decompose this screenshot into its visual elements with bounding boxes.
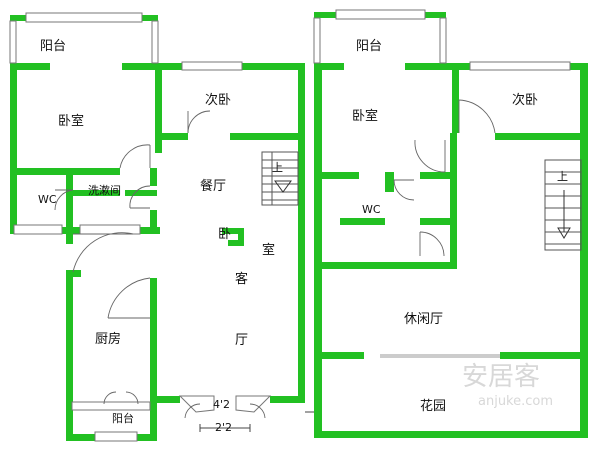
left-room-fragment-1-label: 卧	[218, 227, 231, 242]
left-inner-dimension: 2'2	[215, 421, 232, 434]
right-windows	[313, 9, 571, 358]
left-wc-label: WC	[38, 193, 57, 206]
left-balcony-top-label: 阳台	[40, 39, 66, 54]
right-labels: 阳台 卧室 次卧 WC 休闲厅 花园 上	[352, 39, 568, 414]
left-dining-label: 餐厅	[200, 178, 226, 194]
left-second-bedroom-label: 次卧	[205, 92, 231, 108]
right-stair	[544, 159, 582, 251]
right-unit-walls	[314, 12, 588, 438]
right-bedroom-label: 卧室	[352, 108, 378, 124]
right-second-bedroom-label: 次卧	[512, 92, 538, 108]
right-lounge-label: 休闲厅	[404, 312, 443, 327]
left-living-label-1: 客	[235, 271, 248, 287]
watermark-brand: 安居客	[462, 362, 540, 392]
right-balcony-top-label: 阳台	[356, 39, 382, 54]
left-bedroom-label: 卧室	[58, 113, 84, 129]
left-labels: 阳台 卧室 次卧 餐厅 WC 洗漱间 卧 室 客 厅 厨房 阳台 上 4'2 2…	[38, 39, 283, 434]
right-stair-label: 上	[557, 170, 568, 183]
right-garden-label: 花园	[420, 398, 446, 414]
watermark-site: anjuke.com	[478, 394, 553, 409]
left-doors	[54, 110, 266, 419]
watermark: 安居客 anjuke.com	[462, 362, 553, 409]
right-wc-label: WC	[362, 203, 381, 216]
left-kitchen-label: 厨房	[95, 331, 121, 347]
left-stair	[261, 151, 299, 206]
left-living-label-2: 厅	[235, 333, 248, 348]
right-doors	[393, 99, 496, 257]
left-washroom-label: 洗漱间	[88, 184, 121, 197]
left-bay-dimension: 4'2	[213, 398, 230, 411]
left-room-fragment-2-label: 室	[262, 242, 275, 258]
left-balcony-bottom-label: 阳台	[112, 411, 134, 425]
left-stair-label: 上	[272, 161, 283, 174]
